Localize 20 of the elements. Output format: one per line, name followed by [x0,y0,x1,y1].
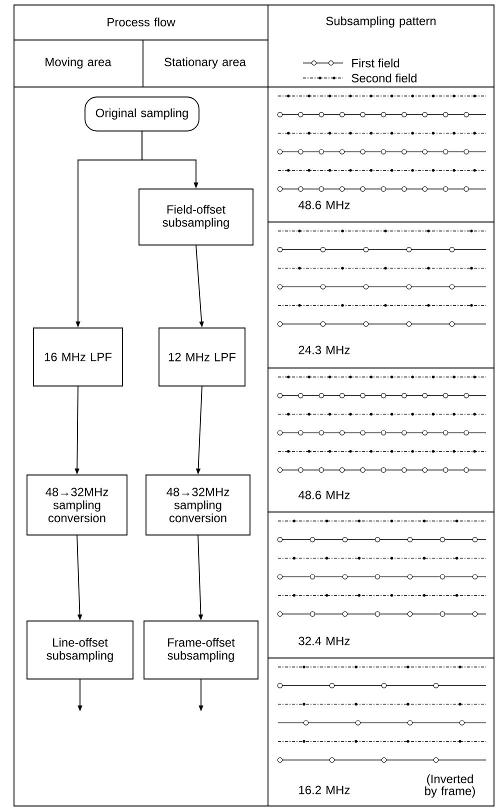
process-box: 16 MHz LPF [33,328,123,386]
column-heading: Process flow [108,18,176,26]
process-box: 48→32MHz sampling conversion [26,474,128,536]
frequency-label: 16.2 MHz [299,786,350,794]
note: (Inverted by frame) [425,774,475,798]
column-heading: Moving area [46,57,112,69]
frequency-label: 48.6 MHz [298,200,350,210]
legend-text: First field [352,58,400,68]
process-box: Line-offset subsampling [26,620,134,680]
frequency-label: 48.6 MHz [298,490,350,500]
terminal-box: Original sampling [84,96,200,132]
frequency-label: 32.4 MHz [298,636,350,646]
legend-text: Second field [352,74,416,82]
column-heading: Stationary area [164,57,246,69]
column-heading: Subsampling pattern [326,16,436,28]
process-box: Field-offset subsampling [138,188,254,246]
process-box: 12 MHz LPF [158,328,246,386]
frequency-label: 24.3 MHz [298,346,350,354]
process-box: Frame-offset subsampling [144,620,258,680]
process-box: 48→32MHz sampling conversion [146,474,250,536]
